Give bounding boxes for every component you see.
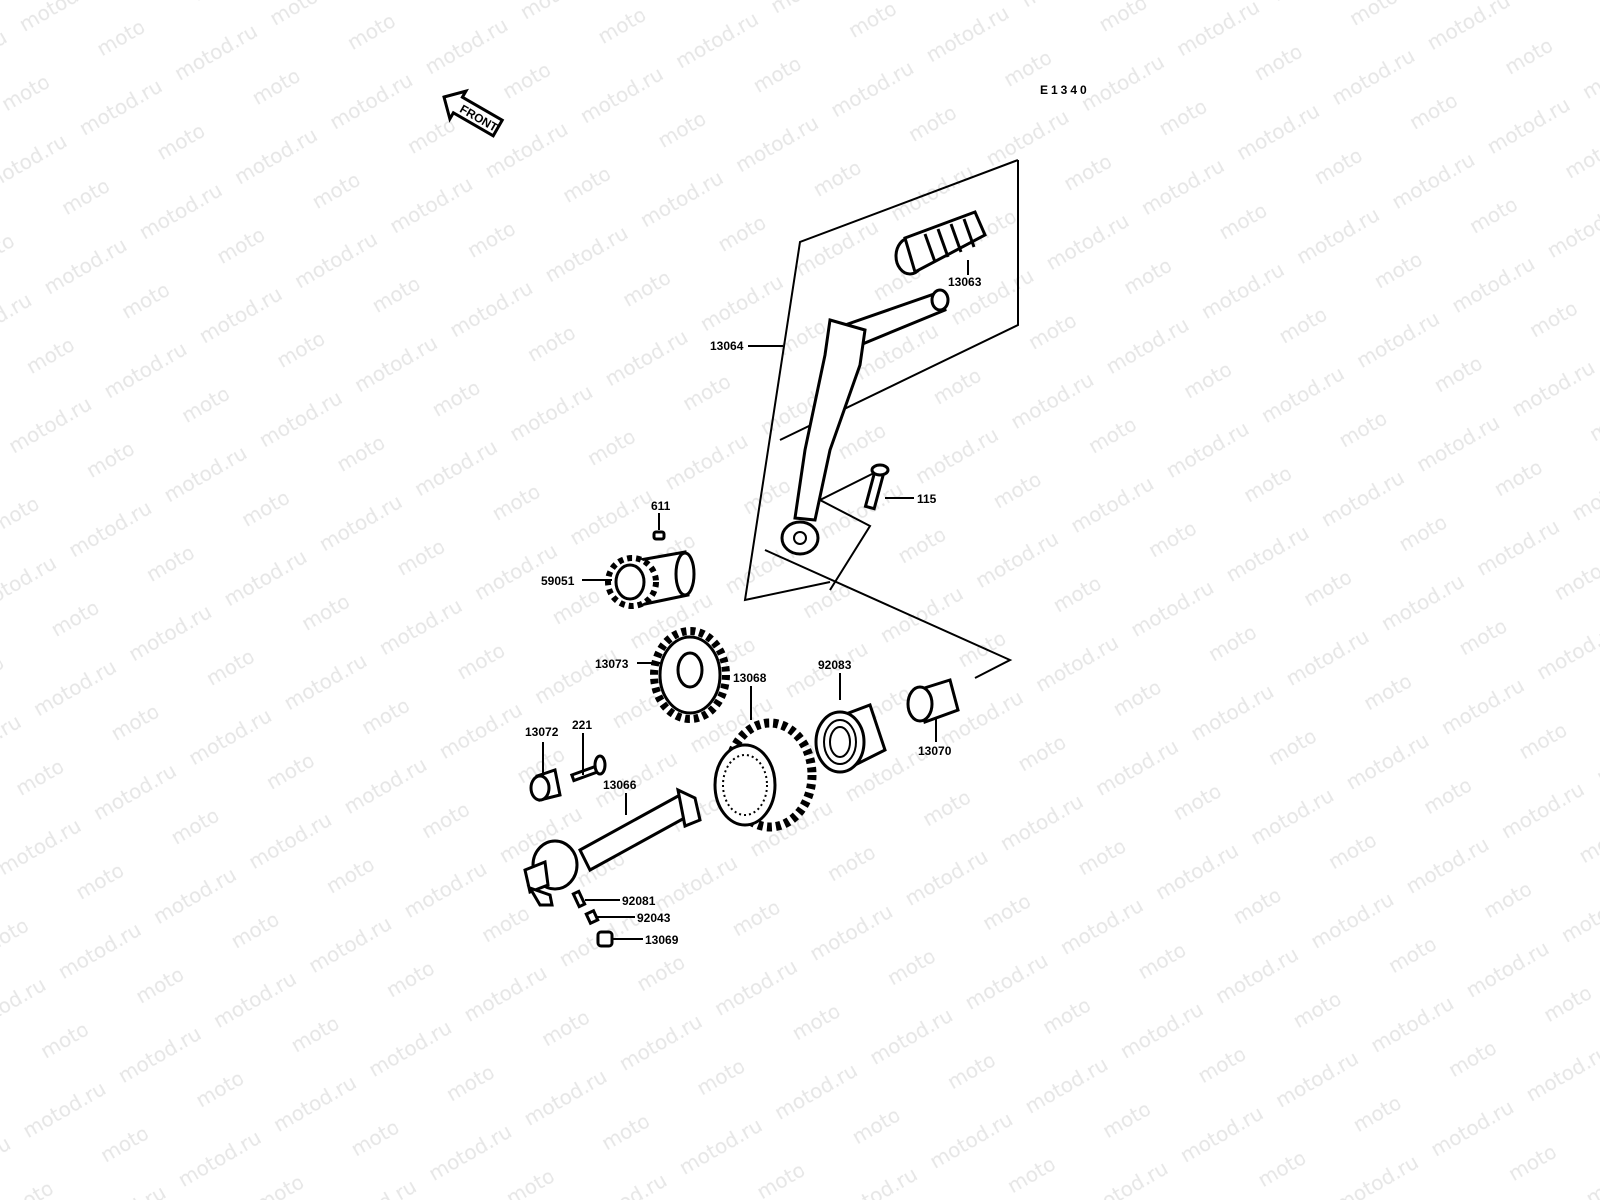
callout-92081: 92081 <box>622 894 656 908</box>
kick-ratchet-gear <box>605 550 696 609</box>
callout-13073: 13073 <box>595 657 629 671</box>
callout-13072: 13072 <box>525 725 559 739</box>
callout-611: 611 <box>651 499 671 513</box>
callout-13064: 13064 <box>710 339 744 353</box>
kick-gear <box>713 718 817 832</box>
callout-13070: 13070 <box>918 744 952 758</box>
callout-13066: 13066 <box>603 778 637 792</box>
kick-pedal <box>780 288 950 556</box>
screw <box>569 754 607 783</box>
kick-idle-gear <box>650 627 730 723</box>
stopper <box>596 930 614 948</box>
diagram-code: E1340 <box>1040 83 1090 97</box>
callout-92043: 92043 <box>637 911 671 925</box>
kick-pedal-rubber <box>894 210 987 276</box>
spring-small <box>571 889 587 909</box>
leader-lines <box>542 260 969 940</box>
callout-221: 221 <box>572 718 592 732</box>
callout-115: 115 <box>917 492 937 506</box>
kick-spring <box>814 703 887 774</box>
callout-13068: 13068 <box>733 671 767 685</box>
kick-shaft <box>523 787 702 907</box>
assembly-boundary <box>743 159 1019 679</box>
callout-59051: 59051 <box>541 574 575 588</box>
plunger <box>584 908 600 926</box>
callout-92083: 92083 <box>818 658 852 672</box>
kick-guide <box>906 678 960 724</box>
callout-13063: 13063 <box>948 275 982 289</box>
pin <box>652 530 666 541</box>
bolt <box>863 463 890 511</box>
callout-13069: 13069 <box>645 933 679 947</box>
collar <box>529 768 562 802</box>
